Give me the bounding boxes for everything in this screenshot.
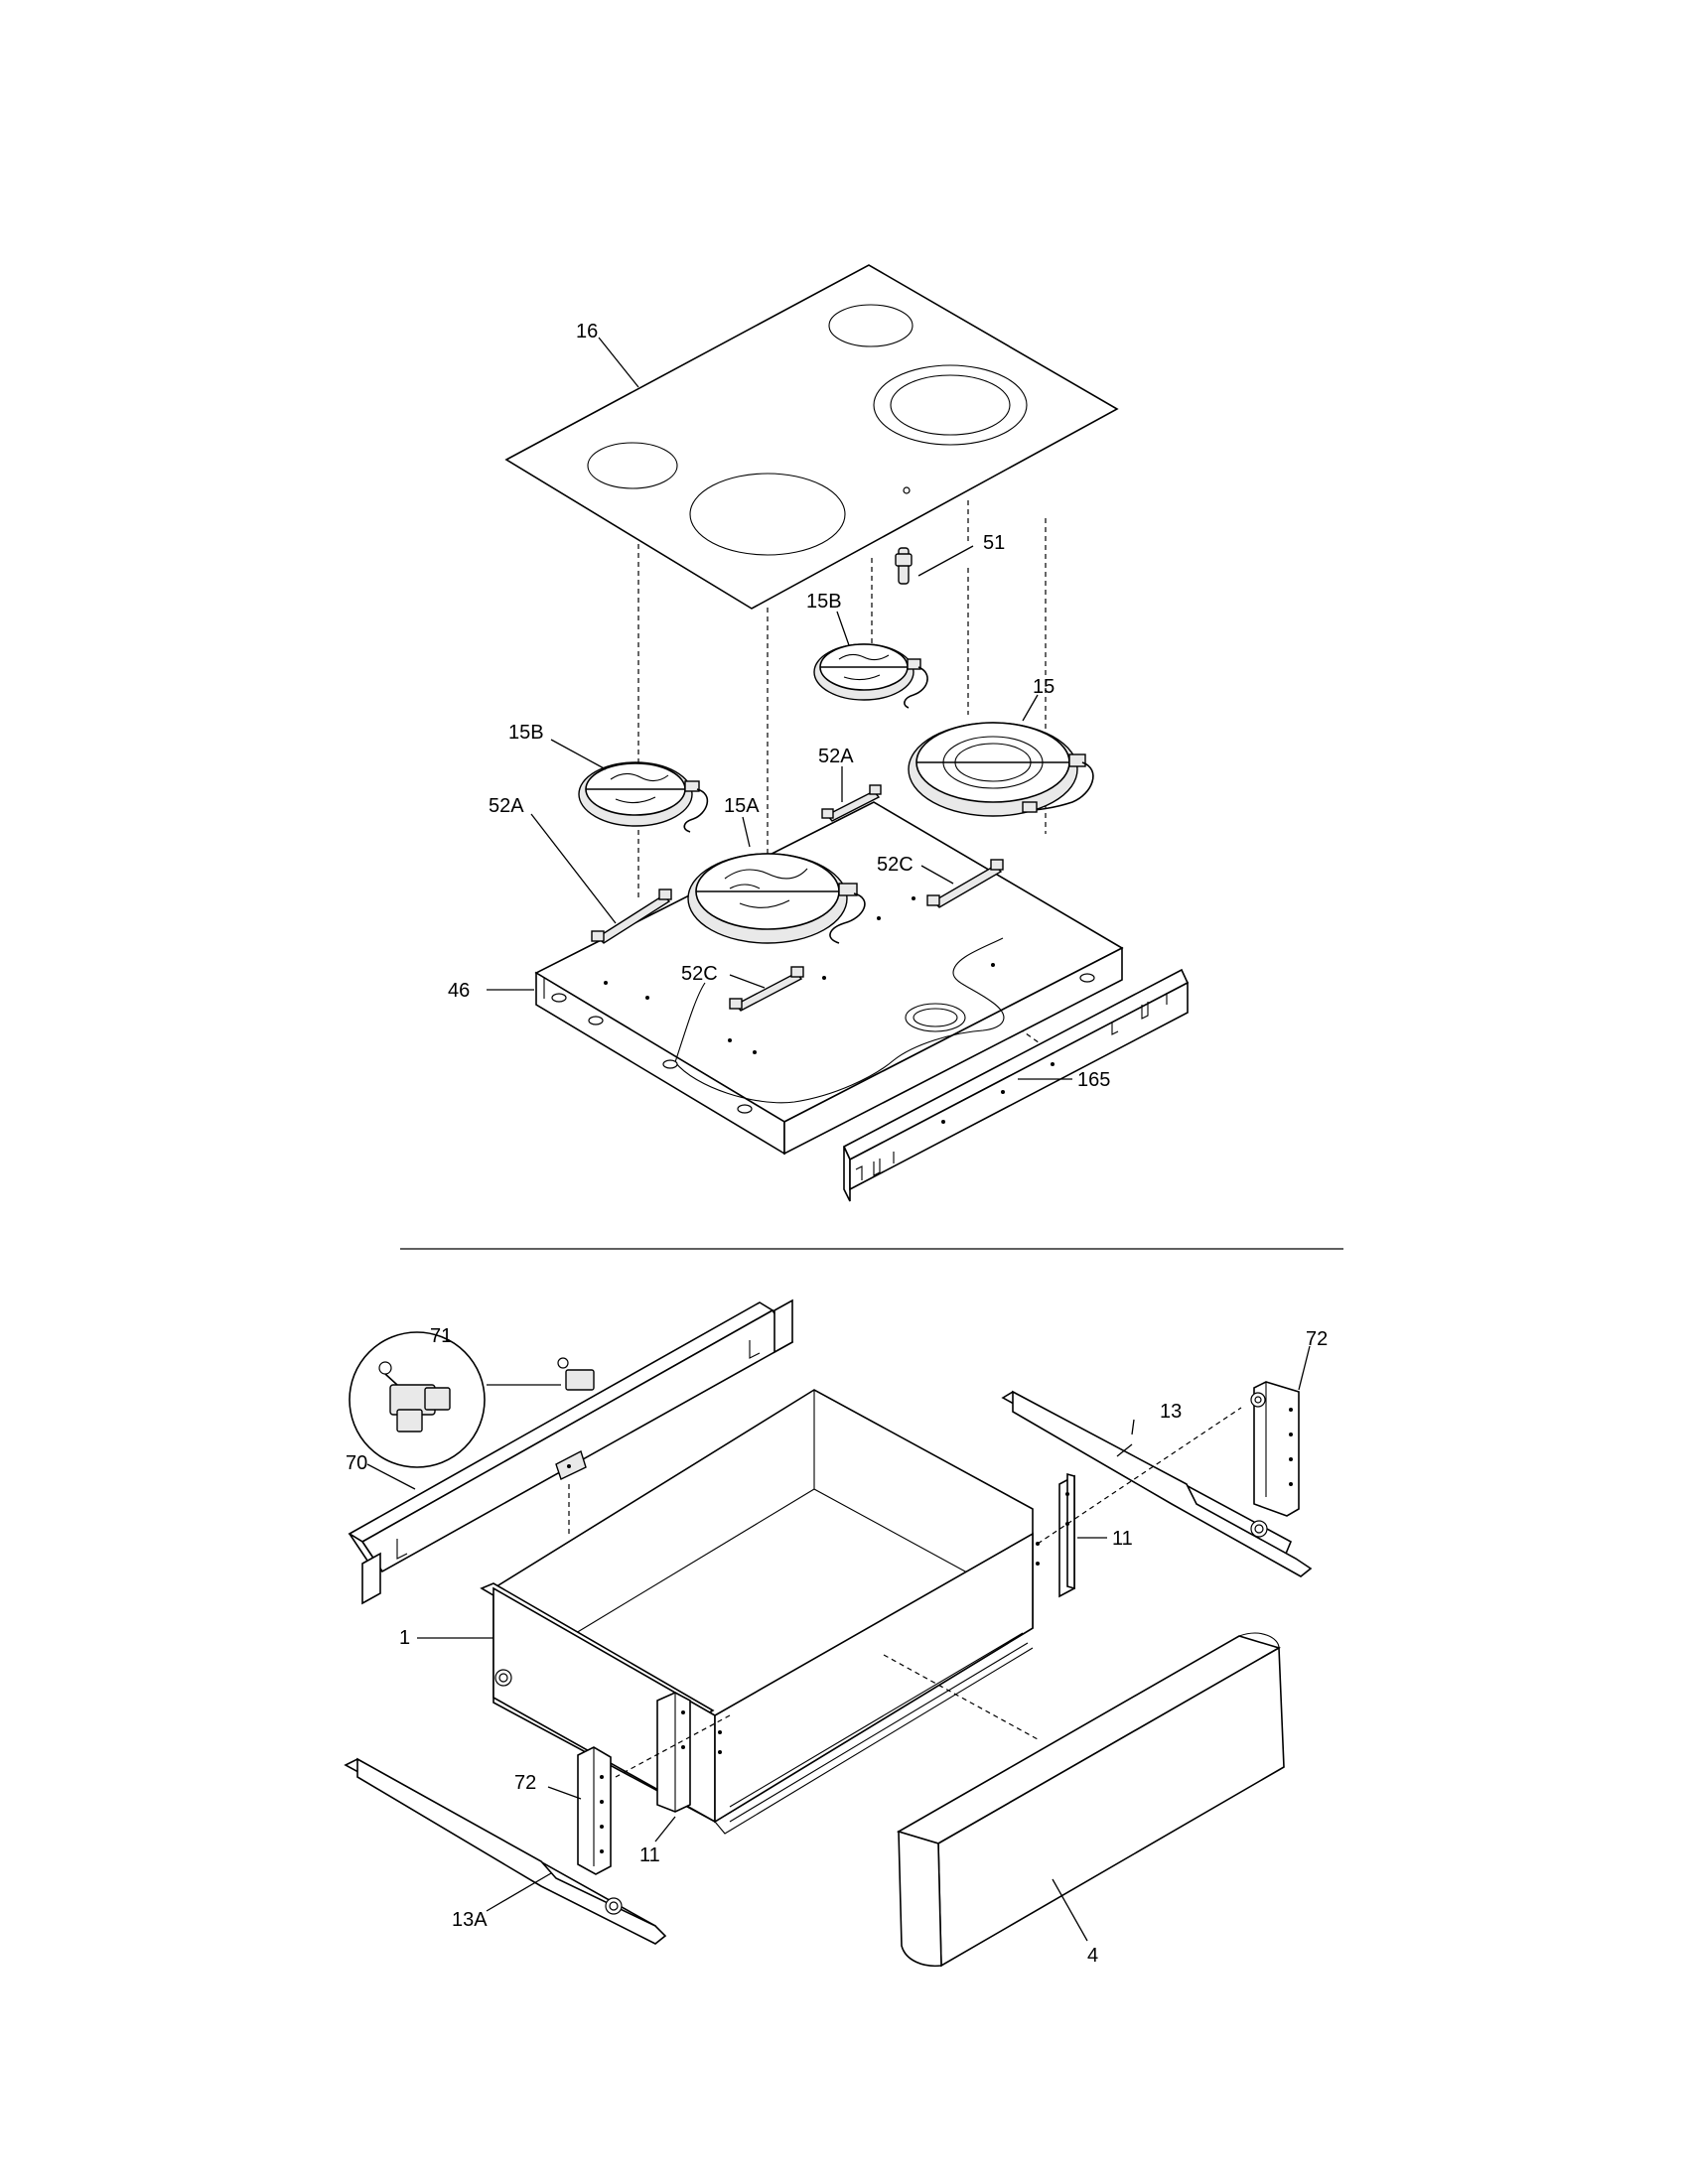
bracket-11-left <box>656 1692 691 1813</box>
radiant-element-15 <box>908 722 1094 817</box>
label-51: 51 <box>983 532 1005 554</box>
drawer-rail-70 <box>348 1298 794 1605</box>
bracket-72-right <box>1250 1381 1300 1517</box>
bracket-52C-left <box>729 966 804 1012</box>
radiant-element-15A <box>687 853 866 944</box>
label-1: 1 <box>399 1627 410 1649</box>
label-71: 71 <box>430 1325 452 1347</box>
label-52A-left: 52A <box>489 795 524 817</box>
label-13A: 13A <box>452 1909 488 1931</box>
bracket-72-left <box>577 1746 612 1875</box>
label-165: 165 <box>1077 1069 1110 1091</box>
label-15B-right: 15B <box>806 591 842 613</box>
leader-lines-bottom <box>366 1345 1311 1942</box>
label-52C-left: 52C <box>681 963 718 985</box>
label-4: 4 <box>1087 1945 1098 1967</box>
radiant-element-15B-right <box>813 643 928 709</box>
limiter-switch <box>895 547 913 585</box>
label-11-left: 11 <box>639 1844 660 1866</box>
radiant-element-15B-left <box>578 761 709 833</box>
label-11-right: 11 <box>1112 1528 1133 1550</box>
bracket-11-right <box>1058 1472 1075 1598</box>
leader-lines-top <box>487 337 1072 1080</box>
rear-rail <box>842 968 1190 1202</box>
bracket-52C-right <box>926 859 1004 908</box>
label-70: 70 <box>346 1452 367 1474</box>
detail-inset-71 <box>349 1331 561 1468</box>
bracket-52A-left <box>591 888 672 944</box>
label-72-left: 72 <box>514 1772 536 1794</box>
burner-box <box>534 801 1124 1156</box>
bracket-52A-right <box>821 784 882 822</box>
alignment-lines-bottom <box>568 1407 1242 1778</box>
label-72-right: 72 <box>1306 1328 1328 1350</box>
label-16: 16 <box>576 321 598 342</box>
label-52A-right: 52A <box>818 746 854 767</box>
label-46: 46 <box>448 980 470 1002</box>
drawer-slide-13A <box>344 1757 667 1945</box>
label-52C-right: 52C <box>877 854 914 876</box>
label-15A: 15A <box>724 795 760 817</box>
label-15B-left: 15B <box>508 722 544 744</box>
label-13: 13 <box>1160 1401 1182 1423</box>
glass-cooktop <box>504 264 1119 610</box>
drawer-front-panel <box>896 1632 1285 1968</box>
label-15: 15 <box>1033 676 1055 698</box>
drawer-clip-71 <box>557 1357 595 1391</box>
drawer-slide-13 <box>1001 1390 1313 1577</box>
